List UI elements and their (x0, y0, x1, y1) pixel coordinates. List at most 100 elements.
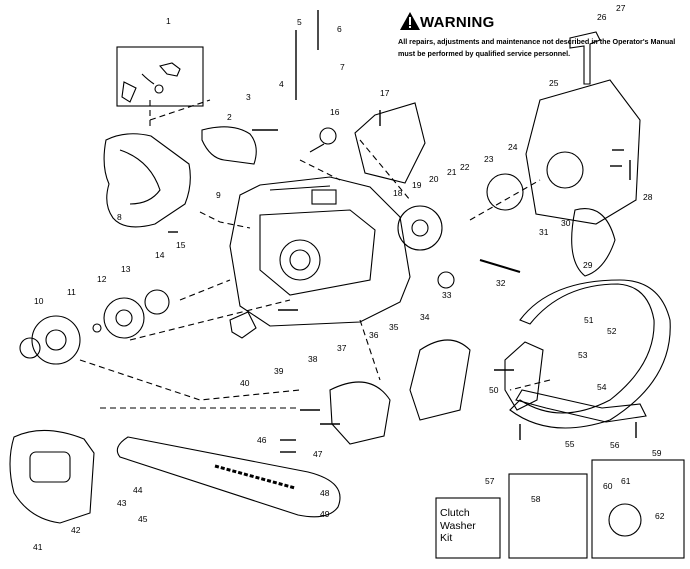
starter-handle (569, 31, 601, 85)
part-callout-5: 5 (297, 17, 302, 27)
throttle-lockout (121, 81, 137, 103)
front-handle-base (515, 389, 647, 423)
part-callout-35: 35 (389, 322, 399, 332)
part-callout-30: 30 (561, 218, 571, 228)
part-callout-31: 31 (539, 227, 549, 237)
part-callout-24: 24 (508, 142, 518, 152)
front-handle-bar (509, 279, 671, 429)
part-callout-4: 4 (279, 79, 284, 89)
rear-handle (103, 133, 191, 228)
clutch-drum (31, 315, 81, 365)
part-callout-8: 8 (117, 212, 122, 222)
part-callout-37: 37 (337, 343, 347, 353)
part-callout-36: 36 (369, 330, 379, 340)
part-callout-7: 7 (340, 62, 345, 72)
part-callout-60: 60 (603, 481, 613, 491)
inset-box-oil-pump (591, 459, 685, 559)
part-callout-12: 12 (97, 274, 107, 284)
part-callout-25: 25 (549, 78, 559, 88)
part-callout-21: 21 (447, 167, 457, 177)
inset-box-throttle (116, 46, 204, 107)
part-callout-43: 43 (117, 498, 127, 508)
inset-box-part-58 (508, 473, 588, 559)
part-callout-9: 9 (216, 190, 221, 200)
flywheel (397, 205, 443, 251)
part-callout-44: 44 (133, 485, 143, 495)
part-callout-38: 38 (308, 354, 318, 364)
part-callout-40: 40 (240, 378, 250, 388)
part-callout-13: 13 (121, 264, 131, 274)
part-callout-29: 29 (583, 260, 593, 270)
part-callout-17: 17 (380, 88, 390, 98)
part-callout-14: 14 (155, 250, 165, 260)
part-callout-58: 58 (531, 494, 541, 504)
starter-housing (525, 79, 641, 225)
part-callout-19: 19 (412, 180, 422, 190)
part-callout-45: 45 (138, 514, 148, 524)
part-callout-49: 49 (320, 509, 330, 519)
part-callout-46: 46 (257, 435, 267, 445)
part-callout-33: 33 (442, 290, 452, 300)
throttle-trigger (158, 62, 181, 77)
part-callout-3: 3 (246, 92, 251, 102)
chain-brake-band (329, 381, 391, 445)
starter-pulley (486, 173, 524, 211)
part-callout-48: 48 (320, 488, 330, 498)
part-callout-51: 51 (584, 315, 594, 325)
part-callout-57: 57 (485, 476, 495, 486)
part-callout-62: 62 (655, 511, 665, 521)
part-callout-50: 50 (489, 385, 499, 395)
part-callout-42: 42 (71, 525, 81, 535)
part-callout-34: 34 (420, 312, 430, 322)
part-callout-15: 15 (176, 240, 186, 250)
part-callout-52: 52 (607, 326, 617, 336)
part-callout-47: 47 (313, 449, 323, 459)
starter-cover (571, 208, 616, 277)
saw-chain (214, 464, 296, 490)
washer (19, 337, 41, 359)
part-callout-2: 2 (227, 112, 232, 122)
part-callout-23: 23 (484, 154, 494, 164)
handle-cover (201, 126, 257, 165)
part-callout-22: 22 (460, 162, 470, 172)
part-callout-18: 18 (393, 188, 403, 198)
throttle-spring (141, 73, 155, 85)
clutch-plate (144, 289, 170, 315)
chain-brake-handle (504, 341, 544, 411)
part-callout-39: 39 (274, 366, 284, 376)
warning-text: All repairs, adjustments and maintenance… (398, 37, 676, 58)
clutch-washer-kit-label: Clutch Washer Kit (440, 507, 476, 544)
part-callout-1: 1 (166, 16, 171, 26)
sprocket-cover (9, 429, 95, 524)
warning-panel: WARNING All repairs, adjustments and mai… (398, 12, 688, 112)
part-callout-41: 41 (33, 542, 43, 552)
part-callout-16: 16 (330, 107, 340, 117)
part-callout-56: 56 (610, 440, 620, 450)
part-callout-55: 55 (565, 439, 575, 449)
warning-triangle-icon (400, 12, 420, 30)
guide-bar (116, 436, 341, 518)
part-callout-59: 59 (652, 448, 662, 458)
filter-bracket (354, 102, 426, 184)
part-callout-27: 27 (616, 3, 626, 13)
part-callout-61: 61 (621, 476, 631, 486)
clutch-assembly (103, 297, 145, 339)
part-callout-28: 28 (643, 192, 653, 202)
part-callout-6: 6 (337, 24, 342, 34)
engine-housing (229, 176, 411, 327)
part-callout-32: 32 (496, 278, 506, 288)
warning-title: WARNING (420, 14, 495, 31)
part-callout-26: 26 (597, 12, 607, 22)
part-callout-10: 10 (34, 296, 44, 306)
part-callout-54: 54 (597, 382, 607, 392)
part-callout-11: 11 (67, 287, 76, 297)
part-callout-53: 53 (578, 350, 588, 360)
muffler (409, 339, 471, 421)
inset-box-clutch-kit (435, 497, 501, 559)
oil-pump (608, 503, 642, 537)
throttle-pin (154, 84, 164, 94)
part-callout-20: 20 (429, 174, 439, 184)
